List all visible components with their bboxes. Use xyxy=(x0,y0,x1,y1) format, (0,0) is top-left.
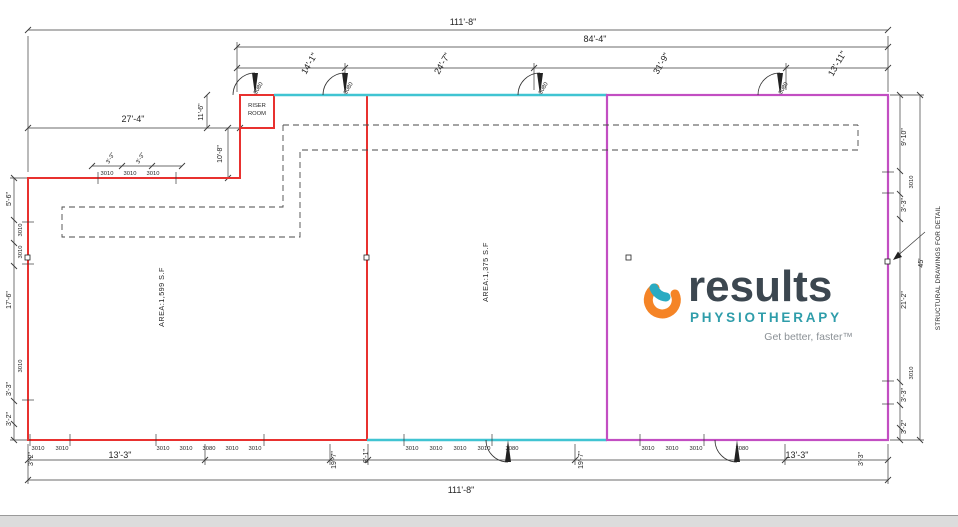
window-ticks xyxy=(22,171,894,446)
dim-bottom-seg1b: 13'-3" xyxy=(786,450,809,460)
window-label: 3010 xyxy=(478,446,491,452)
window-label: 3010 xyxy=(249,446,262,452)
window-label: 3010 xyxy=(909,367,915,380)
window-label: 3010 xyxy=(18,224,24,237)
dimension-labels: 111'-8" 84'-4" 14'-1" 24'-7" 31'-9" 13'-… xyxy=(6,17,942,495)
structural-note: STRUCTURAL DRAWINGS FOR DETAIL xyxy=(935,206,942,331)
dim-top-seg1: 14'-1" xyxy=(299,51,319,76)
dimension-ticks xyxy=(10,26,924,484)
dim-overall-top: 111'-8" xyxy=(450,17,477,27)
window-label: 3010 xyxy=(642,446,655,452)
dim-bottom-seg2: 19'-7" xyxy=(331,451,338,469)
dim-top-seg4: 13'-11" xyxy=(826,49,848,78)
dim-left-seg1: 5'-6" xyxy=(6,192,13,206)
window-label: 3010 xyxy=(180,446,193,452)
door-symbols xyxy=(232,72,783,463)
dim-left-step-h1: 11'-6" xyxy=(198,103,205,121)
window-label: 3010 xyxy=(157,446,170,452)
logo-tagline-text: Get better, faster™ xyxy=(764,331,853,343)
door-label: 3080 xyxy=(203,446,216,452)
riser-room-label: ROOM xyxy=(248,111,266,117)
window-label: 3010 xyxy=(124,171,137,177)
window-label: 3010 xyxy=(406,446,419,452)
window-label: 3010 xyxy=(226,446,239,452)
area-label-left: AREA:1,599 S.F xyxy=(157,267,166,327)
dim-right-seg1: 9'-10" xyxy=(901,128,908,146)
riser-room-wall xyxy=(239,94,275,129)
dim-left-step-h2: 10'-8" xyxy=(217,145,224,163)
door-icon xyxy=(757,72,783,96)
logo-swirl-icon xyxy=(643,283,681,319)
window-label: 3010 xyxy=(690,446,703,452)
dim-top-seg2: 24'-7" xyxy=(432,51,452,76)
window-label: 3010 xyxy=(666,446,679,452)
window-label: 3010 xyxy=(454,446,467,452)
door-icon xyxy=(517,72,543,96)
window-label: 3010 xyxy=(909,176,915,189)
dim-top-seg3: 31'-9" xyxy=(651,51,671,76)
dim-left-seg2: 17'-6" xyxy=(6,291,13,309)
dim-bottom-seg2b: 19'-7" xyxy=(578,451,585,469)
window-label: 3010 xyxy=(101,171,114,177)
structural-note-arrow xyxy=(893,231,926,260)
dim-right-3-2: 3'-2" xyxy=(901,420,908,434)
logo-sub-text: PHYSIOTHERAPY xyxy=(690,310,842,325)
dim-step-3-3: 3'-3" xyxy=(105,152,116,165)
door-icon xyxy=(232,72,258,96)
door-label: 3080 xyxy=(506,446,519,452)
window-label: 3010 xyxy=(32,446,45,452)
dim-left-3-2: 3'-2" xyxy=(6,412,13,426)
unit-right-wall xyxy=(605,93,890,442)
window-label: 3010 xyxy=(18,360,24,373)
door-label: 3080 xyxy=(736,446,749,452)
riser-room-label: RISER xyxy=(248,103,266,109)
dim-right-overall: 45' xyxy=(918,258,925,267)
unit-left-wall xyxy=(27,94,368,441)
door-icon xyxy=(322,72,348,96)
area-label-middle: AREA:1,375 S.F xyxy=(481,242,490,302)
window-label: 3010 xyxy=(430,446,443,452)
window-label: 3010 xyxy=(56,446,69,452)
dim-left-step-width: 27'-4" xyxy=(122,114,145,124)
column-markers xyxy=(24,254,891,265)
dim-right-3-3: 3'-3" xyxy=(901,198,908,212)
door-icon xyxy=(485,439,511,463)
window-label: 3010 xyxy=(147,171,160,177)
dim-bottom-3-3: 3'-3" xyxy=(858,452,865,466)
door-label: 3080 xyxy=(538,81,550,95)
door-label: 3080 xyxy=(253,81,265,95)
bottom-edge-bar xyxy=(0,515,958,527)
door-icon xyxy=(714,439,740,463)
door-label: 3080 xyxy=(778,81,790,95)
dim-overall-bottom: 111'-8" xyxy=(448,485,475,495)
dim-bottom-seg3: 8'-1" xyxy=(363,449,370,463)
dim-top-span: 84'-4" xyxy=(584,34,607,44)
dim-left-3-3: 3'-3" xyxy=(6,382,13,396)
door-label: 3080 xyxy=(343,81,355,95)
dim-bottom-3-2: 3'-2" xyxy=(28,452,35,466)
window-label: 3010 xyxy=(18,246,24,259)
results-physiotherapy-logo: results PHYSIOTHERAPY Get better, faster… xyxy=(643,262,853,343)
room-labels: RISER ROOM AREA:1,599 S.F AREA:1,375 S.F xyxy=(157,103,490,327)
dim-step-3-3: 3'-3" xyxy=(135,152,146,165)
building-walls xyxy=(27,93,890,442)
logo-brand-text: results xyxy=(688,262,832,311)
dimension-lines xyxy=(10,29,924,484)
dashed-canopy-lines xyxy=(61,124,859,238)
dim-right-seg2: 21'-2" xyxy=(901,291,908,309)
dim-bottom-seg1: 13'-3" xyxy=(109,450,132,460)
dim-right-3-3: 3'-3" xyxy=(901,388,908,402)
